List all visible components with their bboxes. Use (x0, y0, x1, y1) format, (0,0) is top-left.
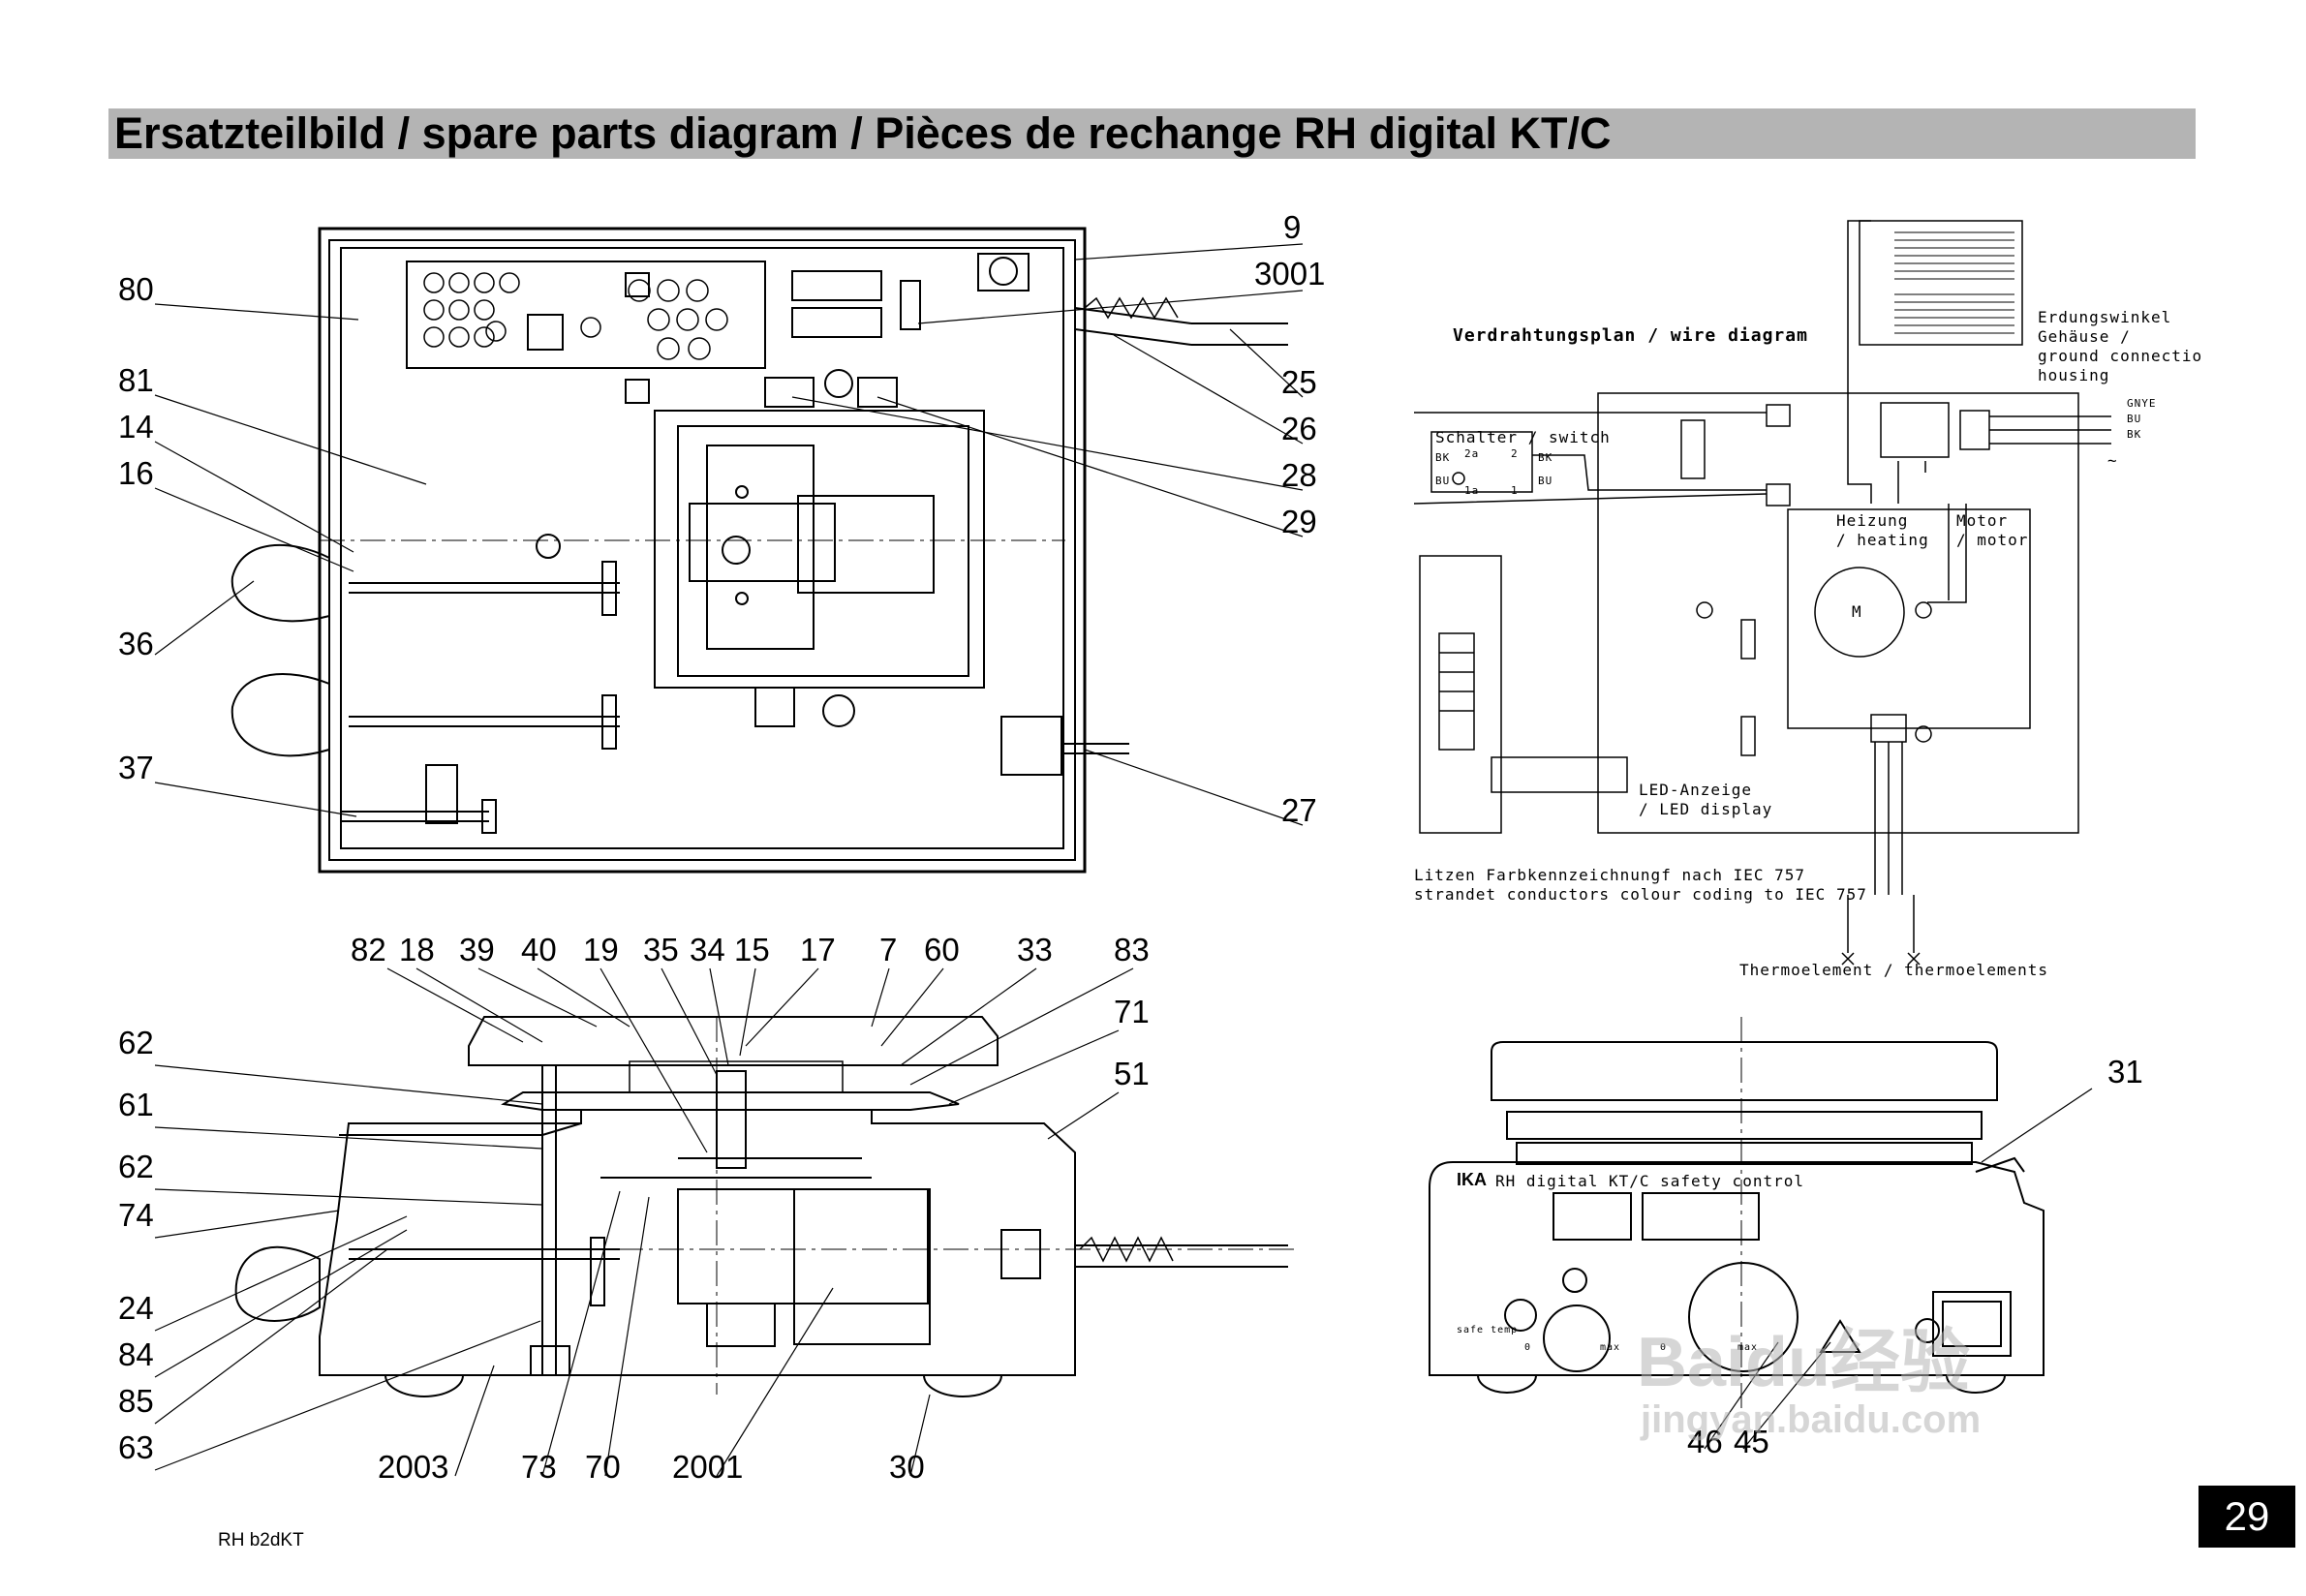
page-number: 29 (2198, 1486, 2295, 1548)
label-61: 61 (118, 1087, 154, 1122)
label-29: 29 (1281, 504, 1317, 539)
model-text: RH digital KT/C safety control (1495, 1172, 1804, 1190)
label-83: 83 (1114, 932, 1150, 967)
label-15: 15 (734, 932, 770, 967)
label-24: 24 (118, 1290, 154, 1326)
heating-label: Heizung / heating (1836, 511, 1929, 550)
label-34: 34 (690, 932, 725, 967)
label-28: 28 (1281, 457, 1317, 493)
colour-note-2: strandet conductors colour coding to IEC… (1414, 885, 1867, 904)
page-title: Ersatzteilbild / spare parts diagram / P… (114, 108, 1612, 158)
grounding-label: Erdungswinkel Gehäuse / ground connectio… (2038, 308, 2202, 385)
label-81: 81 (118, 362, 154, 398)
label-70: 70 (585, 1449, 621, 1485)
watermark: Baidu经验 jingyan.baidu.com (1637, 1327, 1981, 1441)
label-39: 39 (459, 932, 495, 967)
terminal-bk-1: BK (1435, 451, 1451, 464)
colour-note-1: Litzen Farbkennzeichnungf nach IEC 757 (1414, 866, 1806, 884)
label-2003: 2003 (378, 1449, 449, 1485)
label-74: 74 (118, 1197, 154, 1233)
top-view (231, 227, 1288, 874)
top-view-callouts (154, 243, 1304, 826)
label-14: 14 (118, 409, 154, 445)
terminal-2: 2 (1511, 447, 1519, 460)
grounding-line-4: housing (2038, 366, 2110, 384)
label-62a: 62 (118, 1025, 154, 1060)
led-line-2: / LED display (1639, 800, 1773, 818)
led-label: LED-Anzeige / LED display (1639, 781, 1772, 819)
label-85: 85 (118, 1383, 154, 1419)
label-82: 82 (351, 932, 386, 967)
watermark-line-1: Baidu经验 (1637, 1324, 1971, 1401)
label-26: 26 (1281, 411, 1317, 446)
grounding-line-3: ground connectio (2038, 347, 2203, 365)
label-27: 27 (1281, 792, 1317, 828)
label-9: 9 (1283, 209, 1302, 245)
motor-label: Motor / motor (1956, 511, 2028, 550)
label-45: 45 (1734, 1424, 1769, 1459)
brand-logo: IKA (1457, 1170, 1487, 1189)
footer-code: RH b2dKT (218, 1530, 304, 1550)
label-80: 80 (118, 271, 154, 307)
label-84: 84 (118, 1336, 154, 1372)
label-37: 37 (118, 750, 154, 785)
wire-code-bu: BU (2127, 413, 2142, 425)
label-2001: 2001 (672, 1449, 744, 1485)
label-33: 33 (1017, 932, 1053, 967)
ac-symbol: ~ (2107, 451, 2118, 470)
terminal-2a: 2a (1464, 447, 1480, 460)
title-bar: Ersatzteilbild / spare parts diagram / P… (108, 108, 2196, 159)
wire-diagram (1413, 220, 2111, 966)
label-16: 16 (118, 455, 154, 491)
label-46: 46 (1687, 1424, 1723, 1459)
label-73: 73 (521, 1449, 557, 1485)
label-71: 71 (1114, 994, 1150, 1029)
grounding-line-1: Erdungswinkel (2038, 308, 2172, 326)
label-51: 51 (1114, 1056, 1150, 1091)
terminal-bu-2: BU (1538, 475, 1553, 487)
colour-note: Litzen Farbkennzeichnungf nach IEC 757 s… (1414, 866, 1867, 905)
label-36: 36 (118, 626, 154, 661)
safe-temp-label: safe temp (1457, 1325, 1519, 1335)
label-35: 35 (643, 932, 679, 967)
terminal-bk-2: BK (1538, 451, 1553, 464)
label-63: 63 (118, 1429, 154, 1465)
label-19: 19 (583, 932, 619, 967)
motor-line-2: / motor (1956, 531, 2029, 549)
wire-code-gnye: GNYE (2127, 397, 2157, 410)
led-line-1: LED-Anzeige (1639, 781, 1752, 799)
label-30: 30 (889, 1449, 925, 1485)
knob1-max: max (1600, 1342, 1621, 1353)
knob2-min: 0 (1660, 1342, 1668, 1353)
terminal-1a: 1a (1464, 484, 1480, 497)
knob2-max: max (1737, 1342, 1759, 1353)
heating-line-1: Heizung (1836, 511, 1909, 530)
label-62b: 62 (118, 1149, 154, 1184)
motor-line-1: Motor (1956, 511, 2009, 530)
thermo-label: Thermoelement / thermoelements (1739, 961, 2048, 979)
label-18: 18 (399, 932, 435, 967)
front-view (1429, 1017, 2093, 1450)
label-60: 60 (924, 932, 960, 967)
label-25: 25 (1281, 364, 1317, 400)
side-view (234, 1016, 1298, 1397)
motor-symbol: M (1852, 602, 1862, 621)
heating-line-2: / heating (1836, 531, 1929, 549)
label-17: 17 (800, 932, 836, 967)
label-7: 7 (879, 932, 898, 967)
knob1-min: 0 (1524, 1342, 1532, 1353)
wire-diagram-title: Verdrahtungsplan / wire diagram (1453, 325, 1808, 346)
wire-code-bk: BK (2127, 428, 2142, 441)
terminal-bu-1: BU (1435, 475, 1451, 487)
side-view-callouts (154, 967, 1134, 1477)
label-3001: 3001 (1254, 256, 1326, 292)
switch-label: Schalter / switch (1435, 428, 1611, 446)
terminal-1: 1 (1511, 484, 1519, 497)
label-40: 40 (521, 932, 557, 967)
watermark-line-2: jingyan.baidu.com (1641, 1398, 1982, 1441)
grounding-line-2: Gehäuse / (2038, 327, 2131, 346)
label-31: 31 (2107, 1054, 2143, 1090)
